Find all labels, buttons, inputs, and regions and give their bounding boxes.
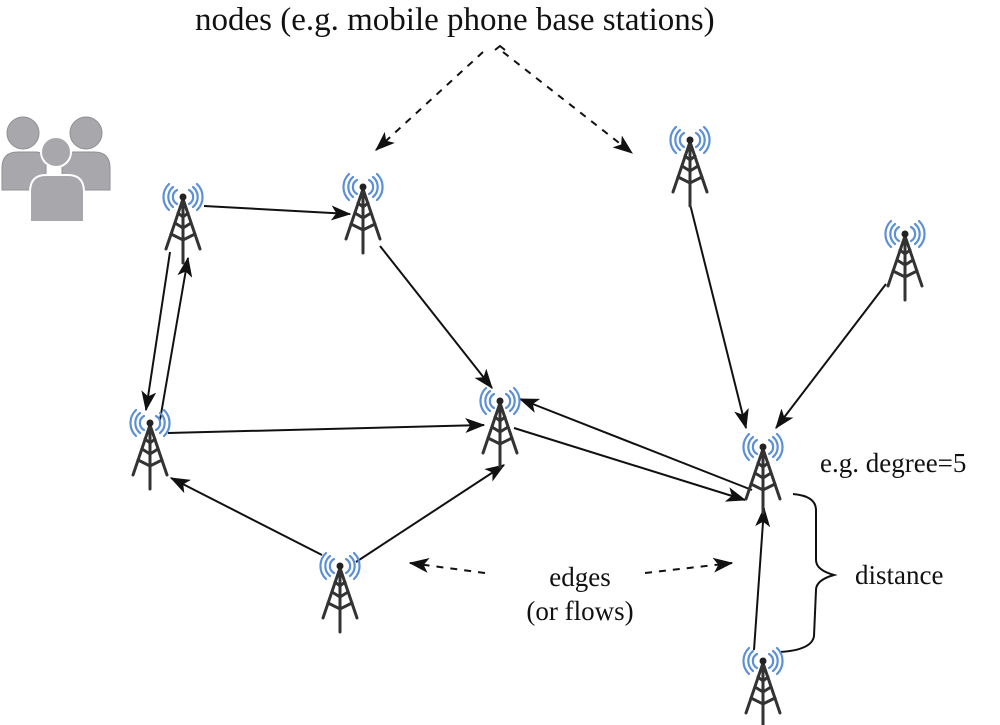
edge-n3-n7 <box>689 203 749 430</box>
cell-tower-icon <box>741 432 785 515</box>
edges-label: edges (or flows) <box>490 560 670 628</box>
cell-tower-icon <box>668 125 712 208</box>
annotation-arrow-edges-right <box>644 557 734 574</box>
edge-n1-n5 <box>141 251 171 412</box>
edge-n9-n7 <box>753 506 771 651</box>
nodes-label: nodes (e.g. mobile phone base stations) <box>195 2 715 38</box>
edge-n1-n2 <box>203 205 352 221</box>
distance-label: distance <box>855 560 944 590</box>
distance-brace <box>779 493 838 653</box>
edge-n5-n6 <box>167 417 486 434</box>
degree-label: e.g. degree=5 <box>820 448 967 478</box>
edge-n7-n6 <box>518 398 753 491</box>
edge-n6-n7 <box>513 427 747 502</box>
cell-tower-icon <box>128 408 172 491</box>
cell-tower-icon <box>318 551 362 634</box>
annotation-arrow-nodes-left <box>375 51 484 151</box>
cell-tower-icon <box>741 646 785 725</box>
edge-n4-n7 <box>775 283 887 429</box>
cell-tower-icon <box>161 182 205 265</box>
edge-n8-n5 <box>169 477 323 556</box>
edge-n2-n6 <box>379 245 493 389</box>
cell-tower-icon <box>478 386 522 469</box>
edges <box>141 203 887 651</box>
edges-label-line2: (or flows) <box>526 596 634 626</box>
edges-label-line1: edges <box>549 562 611 592</box>
edge-n8-n6 <box>355 464 506 563</box>
annotation-arrow-nodes-right <box>502 51 633 154</box>
annotation-arrow-edges-left <box>408 558 486 574</box>
cell-tower-icon <box>883 219 927 302</box>
edge-n5-n1 <box>159 256 193 421</box>
users-group-icon <box>1 116 111 223</box>
